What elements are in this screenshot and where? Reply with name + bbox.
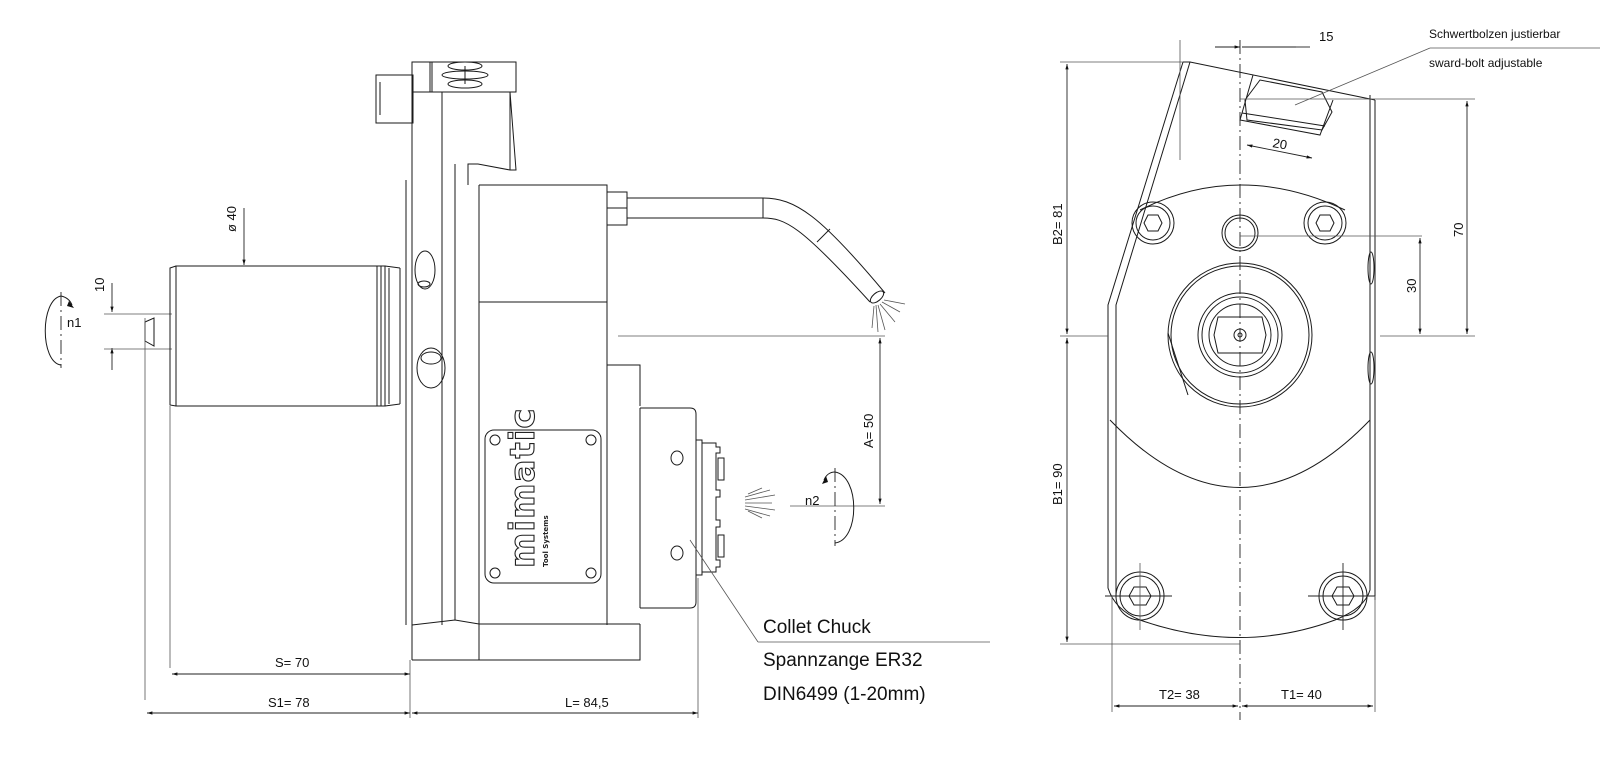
callout-schwertbolzen: Schwertbolzen justierbar — [1429, 27, 1560, 41]
brand-plate: mimatic Tool Systems — [484, 407, 602, 584]
dim-s1-label: S1= 78 — [268, 695, 310, 710]
callout-din: DIN6499 (1-20mm) — [763, 684, 926, 705]
dim-l-label: L= 84,5 — [565, 695, 609, 710]
dim-s1-78 — [147, 660, 411, 718]
gear-housing — [411, 184, 641, 661]
dim-15-label: 15 — [1319, 29, 1333, 44]
dim-b2-label: B2= 81 — [1050, 203, 1065, 245]
bolt-bottom-left — [1105, 563, 1172, 630]
callout-leader-collet — [689, 539, 759, 643]
dim-diameter-label: ø 40 — [224, 206, 239, 232]
motor-cylinder — [169, 265, 401, 668]
brand-subtitle: Tool Systems — [542, 515, 550, 567]
callout-collet-chuck: Collet Chuck — [763, 617, 871, 638]
dim-t1-label: T1= 40 — [1281, 687, 1322, 702]
side-screws — [414, 250, 446, 389]
dim-s-label: S= 70 — [275, 655, 309, 670]
rotation-n2-icon — [822, 468, 855, 546]
shaft-tip — [144, 317, 155, 700]
bolt-top-left — [1131, 201, 1175, 245]
dim-b1-label: B1= 90 — [1050, 463, 1065, 505]
callout-spannzange: Spannzange ER32 — [763, 650, 923, 671]
collet-chuck — [639, 407, 776, 609]
rotation-n1-icon — [44, 292, 74, 368]
flange-clamp — [375, 61, 517, 625]
sword-bolt — [1239, 74, 1334, 136]
dim-t2-label: T2= 38 — [1159, 687, 1200, 702]
dim-20 — [1246, 144, 1313, 159]
front-view: 15 20 Schwertbolzen justierbar sward-bol… — [1050, 27, 1600, 720]
callout-leader-bolt — [1294, 47, 1431, 106]
dim-l-84-5 — [412, 578, 699, 718]
callout-sward-bolt: sward-bolt adjustable — [1429, 56, 1543, 70]
brand-logo: mimatic — [503, 407, 543, 568]
bolt-top-right — [1303, 201, 1347, 245]
side-view: n1 10 ø 40 — [44, 61, 990, 718]
dim-30-label: 30 — [1404, 279, 1419, 293]
dim-a-label: A= 50 — [861, 414, 876, 448]
rotation-n2-label: n2 — [805, 493, 819, 508]
dim-70-label: 70 — [1451, 223, 1466, 237]
rotation-n1-label: n1 — [67, 315, 81, 330]
bolt-bottom-right — [1308, 563, 1375, 630]
dim-shaft-end-10 — [104, 283, 172, 370]
dim-10-label: 10 — [92, 278, 107, 292]
coolant-pipe — [606, 191, 906, 333]
dim-20-label: 20 — [1271, 135, 1288, 152]
